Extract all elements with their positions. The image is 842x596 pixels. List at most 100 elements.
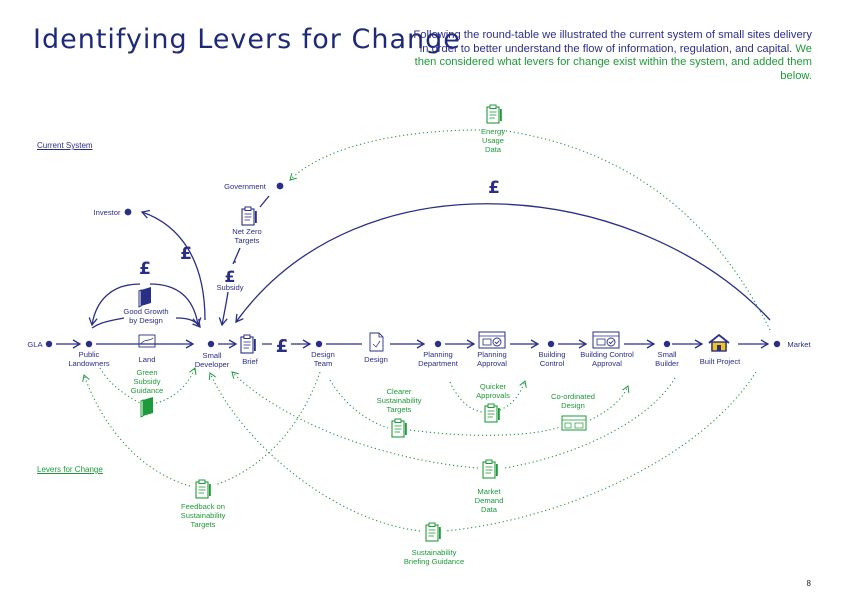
dotted-coordinated-bcapproval — [589, 385, 630, 421]
land-label: Land — [139, 355, 156, 364]
quicker-approvals-label-2: Approvals — [476, 391, 510, 400]
arrow-to-landowners — [88, 283, 141, 327]
built-project-label: Built Project — [700, 357, 741, 366]
small-developer-label-2: Developer — [195, 360, 230, 369]
market-demand-label-3: Data — [481, 505, 498, 514]
brief-label: Brief — [242, 357, 259, 366]
planning-approval-label-1: Planning — [477, 350, 507, 359]
lever-flows — [82, 129, 771, 532]
coordinated-design-label-2: Design — [561, 401, 585, 410]
dotted-energy-government — [289, 129, 481, 181]
design-team-label-2: Team — [314, 359, 333, 368]
feedback-clipboard-icon — [195, 479, 212, 499]
dot-building-control — [547, 340, 555, 348]
node-dots — [45, 182, 781, 348]
pound-subsidy-symbol: £ — [224, 267, 235, 286]
feedback-label-2: Sustainability — [181, 511, 226, 520]
green-subsidy-label-1: Green — [136, 368, 157, 377]
market-demand-label-2: Demand — [475, 496, 504, 505]
good-growth-label-1: Good Growth — [123, 307, 168, 316]
green-subsidy-book-icon — [140, 396, 154, 418]
net-zero-clipboard-icon — [241, 206, 258, 226]
arrow-developer-investor — [140, 209, 206, 321]
net-zero-label-1: Net Zero — [232, 227, 262, 236]
dotted-market-energy — [499, 129, 771, 331]
current-flows — [88, 195, 771, 329]
dot-small-developer — [207, 340, 215, 348]
line-netzero-subsidy — [232, 247, 241, 265]
briefing-guidance-label-1: Sustainability — [412, 548, 457, 557]
dot-market — [773, 340, 781, 348]
building-control-label-1: Building — [538, 350, 565, 359]
government-label: Government — [224, 182, 267, 191]
quicker-approvals-clipboard-icon — [484, 403, 501, 423]
planning-approval-icon — [478, 331, 506, 349]
dotted-planning-quicker — [449, 381, 483, 413]
small-builder-label-1: Small — [658, 350, 677, 359]
dot-planning-department — [434, 340, 442, 348]
dot-gla — [45, 340, 53, 348]
green-subsidy-label-2: Subsidy — [133, 377, 160, 386]
coordinated-design-drawing-icon — [561, 415, 587, 431]
dotted-designteam-feedback — [214, 371, 321, 486]
current-system-heading: Current System — [37, 141, 93, 150]
line-goodgrowth-left — [91, 317, 125, 329]
pound-landowners-symbol: £ — [139, 259, 151, 279]
brief-clipboard-icon — [240, 334, 257, 354]
design-label: Design — [364, 355, 388, 364]
page-number: 8 — [806, 579, 811, 588]
good-growth-label-2: by Design — [129, 316, 163, 325]
dotted-designteam-clearer — [329, 379, 389, 429]
pound-brief-symbol: £ — [276, 336, 289, 357]
pound-market-symbol: £ — [488, 178, 500, 198]
clearer-targets-label-3: Targets — [387, 405, 412, 414]
intro-levers-text: We then considered what levers for chang… — [414, 42, 812, 82]
dot-design-team — [315, 340, 323, 348]
design-document-icon — [369, 332, 384, 352]
dot-government — [276, 182, 284, 190]
page-title: Identifying Levers for Change — [33, 24, 461, 55]
planning-department-label-1: Planning — [423, 350, 453, 359]
clearer-targets-clipboard-icon — [391, 418, 408, 438]
quicker-approvals-label-1: Quicker — [480, 382, 507, 391]
building-control-approval-label-2: Approval — [592, 359, 622, 368]
energy-usage-label-2: Usage — [482, 136, 504, 145]
clearer-targets-label-1: Clearer — [387, 387, 412, 396]
briefing-guidance-clipboard-icon — [425, 522, 442, 542]
good-growth-book-icon — [138, 286, 152, 308]
levers-heading: Levers for Change — [37, 465, 103, 474]
small-developer-label-1: Small — [203, 351, 222, 360]
net-zero-label-2: Targets — [235, 236, 260, 245]
lever-labels: Energy Usage Data Green Subsidy Guidance… — [131, 127, 595, 566]
dot-public-landowners — [85, 340, 93, 348]
pound-investor-symbol: £ — [180, 244, 192, 264]
planning-approval-label-2: Approval — [477, 359, 507, 368]
energy-usage-label-3: Data — [485, 145, 502, 154]
dotted-landowners-green — [99, 367, 141, 404]
dotted-market-demand-developer — [231, 371, 479, 469]
intro-current-text: Following the round-table we illustrated… — [413, 29, 812, 55]
intro-text: Following the round-table we illustrated… — [402, 29, 812, 83]
land-map-icon — [138, 334, 156, 348]
dot-investor — [124, 208, 132, 216]
green-subsidy-label-3: Guidance — [131, 386, 164, 395]
design-team-label-1: Design — [311, 350, 335, 359]
market-demand-label-1: Market — [477, 487, 501, 496]
subsidy-label: Subsidy — [216, 283, 243, 292]
node-labels: GLA Public Landowners Land Small Develop… — [27, 182, 811, 369]
building-control-label-2: Control — [540, 359, 565, 368]
built-project-house-icon — [708, 333, 730, 352]
market-label: Market — [787, 340, 811, 349]
line-government-netzero — [259, 195, 270, 208]
briefing-guidance-label-2: Briefing Guidance — [404, 557, 464, 566]
dotted-green-developer — [155, 367, 197, 404]
planning-department-label-2: Department — [418, 359, 459, 368]
market-demand-clipboard-icon — [482, 459, 499, 479]
currency-symbols: £ £ £ £ £ — [139, 178, 500, 357]
investor-label: Investor — [93, 208, 120, 217]
arrow-subsidy-developer — [218, 291, 229, 327]
energy-usage-clipboard-icon — [486, 104, 503, 124]
feedback-label-1: Feedback on — [181, 502, 225, 511]
arrow-market-developer — [235, 203, 771, 324]
